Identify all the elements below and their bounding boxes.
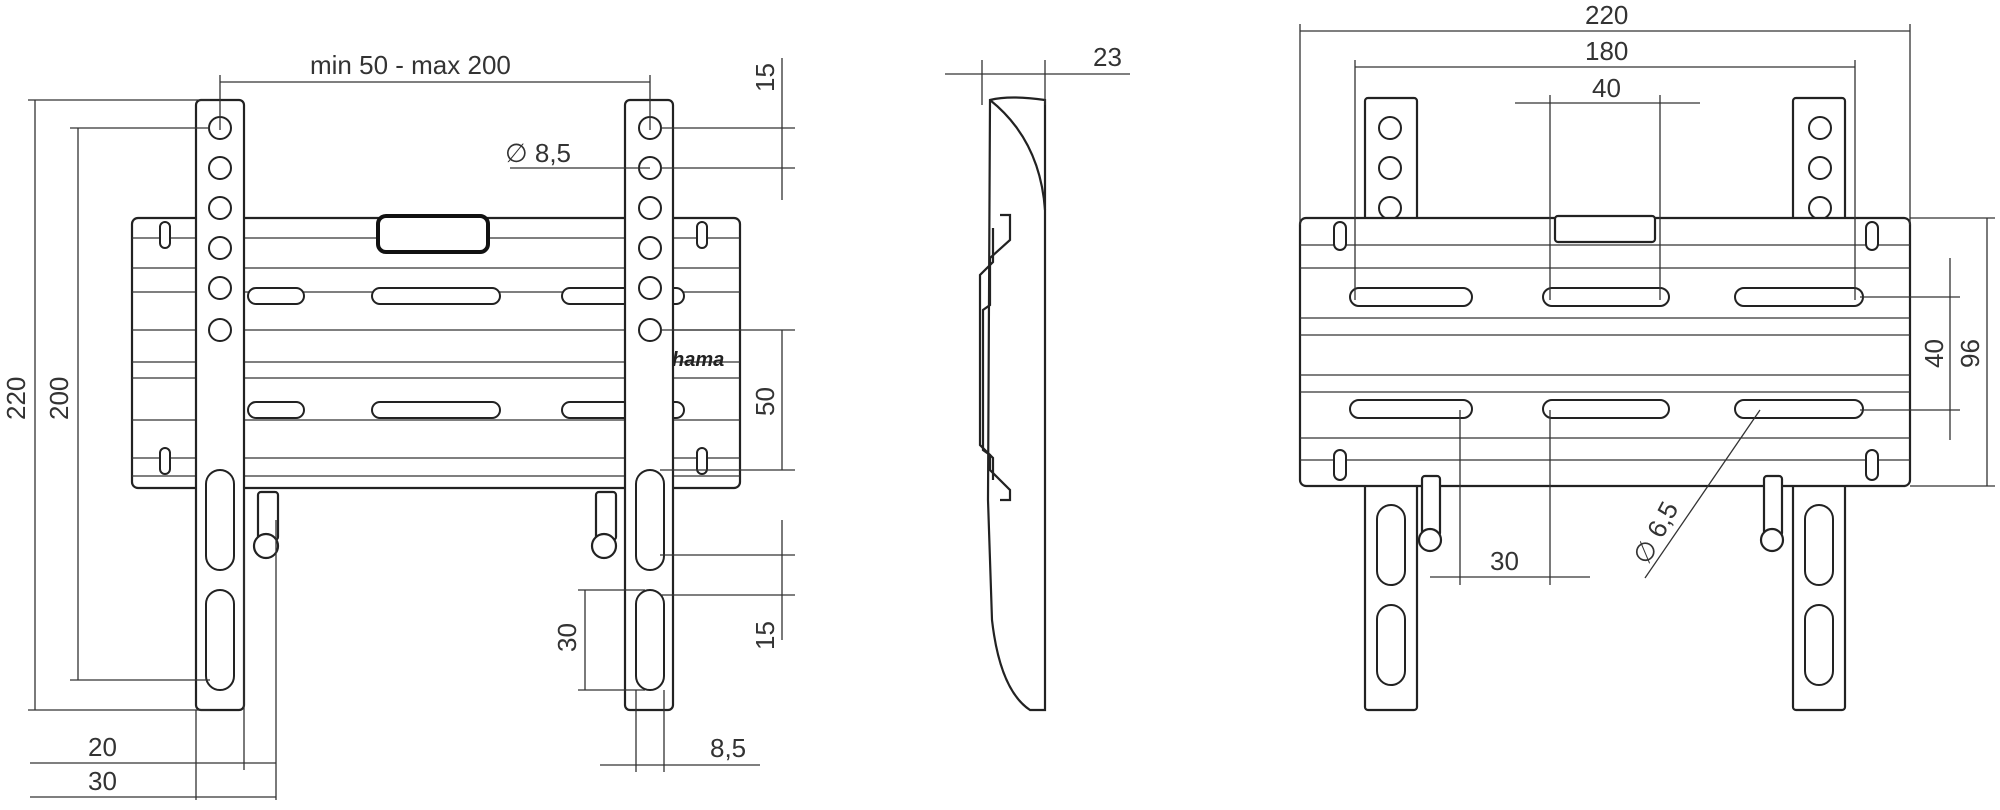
front-view: hama — [1, 50, 795, 800]
dim-30-bottom: 30 — [88, 766, 117, 796]
front-handle — [376, 214, 490, 254]
front-right-arm-holes — [635, 116, 665, 691]
dim-15-top: 15 — [750, 63, 780, 92]
front-left-arm-holes — [205, 116, 235, 691]
dim-30-slot: 30 — [552, 623, 582, 652]
dim-20: 20 — [88, 732, 117, 762]
back-dimension-lines — [1299, 24, 1995, 585]
dim-50: 50 — [750, 387, 780, 416]
dim-220-back: 220 — [1585, 0, 1628, 30]
dim-23: 23 — [1093, 42, 1122, 72]
side-view: 23 — [945, 42, 1130, 712]
dim-180-back: 180 — [1585, 36, 1628, 66]
dim-40-top-back: 40 — [1592, 73, 1621, 103]
dim-adjust-range: min 50 - max 200 — [310, 50, 511, 80]
back-view: 220 180 40 40 96 30 ∅ 6,5 — [1298, 0, 1995, 712]
dim-200-front: 200 — [44, 377, 74, 420]
dim-hole-diameter-front: ∅ 8,5 — [505, 138, 571, 168]
front-dimension-lines — [28, 58, 795, 800]
dim-220-front: 220 — [1, 377, 31, 420]
brand-logo: hama — [672, 349, 724, 371]
dim-96-back: 96 — [1955, 339, 1985, 368]
back-handle — [1553, 214, 1657, 244]
back-left-screw — [1417, 474, 1443, 553]
dim-8-5: 8,5 — [710, 733, 746, 763]
dim-40-right-back: 40 — [1919, 339, 1949, 368]
front-right-screw — [590, 490, 618, 560]
dim-30-back: 30 — [1490, 546, 1519, 576]
back-right-screw — [1759, 474, 1785, 553]
side-bracket — [981, 213, 1012, 502]
back-wall-plate — [1298, 216, 1912, 488]
dim-15-bottom: 15 — [750, 621, 780, 650]
side-profile — [986, 96, 1047, 712]
front-left-screw — [252, 490, 280, 560]
